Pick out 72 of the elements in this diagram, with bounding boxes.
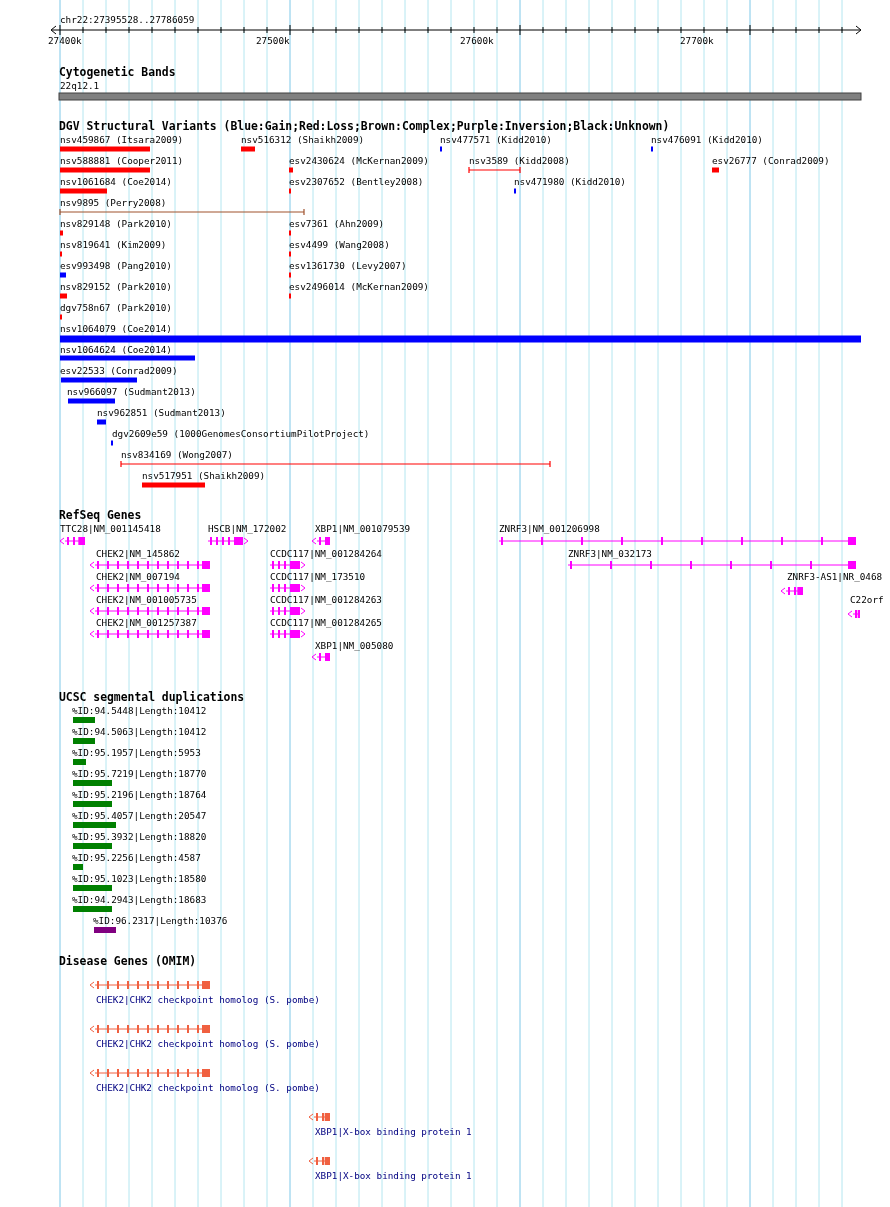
duplication-label: %ID:96.2317|Length:10376	[93, 915, 228, 926]
gene-label: TTC28|NM_001145418	[60, 523, 161, 534]
band-label: 22q12.1	[60, 80, 100, 91]
variant-label: dgv2609e59 (1000GenomesConsortiumPilotProject)	[112, 428, 370, 439]
gene-label: CHEK2|NM_007194	[96, 571, 180, 582]
disease-gene-label: XBP1|X-box binding protein 1	[315, 1126, 472, 1137]
variant-label: esv1361730 (Levy2007)	[289, 260, 407, 271]
disease-gene-label: CHEK2|CHK2 checkpoint homolog (S. pombe)	[96, 1082, 320, 1093]
variant-label: nsv966097 (Sudmant2013)	[67, 386, 196, 397]
track-title: DGV Structural Variants (Blue:Gain;Red:Loss;Brown:Complex;Purple:Inversion;Black:Unknown)	[59, 120, 670, 133]
variant-label: esv2307652 (Bentley2008)	[289, 176, 424, 187]
gene-label: XBP1|NM_001079539	[315, 523, 411, 534]
track-title: Disease Genes (OMIM)	[59, 955, 197, 968]
coordinate-label: chr22:27395528..27786059	[60, 14, 195, 25]
gene-label: CHEK2|NM_145862	[96, 548, 180, 559]
disease-gene-label: CHEK2|CHK2 checkpoint homolog (S. pombe)	[96, 994, 320, 1005]
gene-label: CHEK2|NM_001257387	[96, 617, 197, 628]
variant-label: nsv1064624 (Coe2014)	[60, 344, 172, 355]
gene-label: CCDC117|NM_173510	[270, 571, 366, 582]
gene-label: ZNRF3-AS1|NR_0468	[787, 571, 883, 582]
track-title: UCSC segmental duplications	[59, 691, 245, 704]
variant-label: nsv476091 (Kidd2010)	[651, 134, 763, 145]
variant-label: nsv829148 (Park2010)	[60, 218, 172, 229]
variant-label: nsv477571 (Kidd2010)	[440, 134, 552, 145]
variant-label: esv26777 (Conrad2009)	[712, 155, 830, 166]
variant-label: nsv829152 (Park2010)	[60, 281, 172, 292]
variant-label: nsv834169 (Wong2007)	[121, 449, 233, 460]
duplication-label: %ID:95.1023|Length:18580	[72, 873, 207, 884]
disease-gene-label: XBP1|X-box binding protein 1	[315, 1170, 472, 1181]
duplication-label: %ID:94.5448|Length:10412	[72, 705, 207, 716]
duplication-label: %ID:95.2256|Length:4587	[72, 852, 201, 863]
gene-label: CCDC117|NM_001284265	[270, 617, 382, 628]
tick-label: 27400k	[48, 35, 82, 46]
duplication-label: %ID:95.7219|Length:18770	[72, 768, 207, 779]
tick-label: 27500k	[256, 35, 290, 46]
variant-label: esv2430624 (McKernan2009)	[289, 155, 429, 166]
variant-label: nsv1064079 (Coe2014)	[60, 323, 172, 334]
variant-label: nsv517951 (Shaikh2009)	[142, 470, 266, 481]
variant-label: nsv588881 (Cooper2011)	[60, 155, 184, 166]
tick-label: 27600k	[460, 35, 494, 46]
gene-label: CHEK2|NM_001005735	[96, 594, 197, 605]
variant-label: esv993498 (Pang2010)	[60, 260, 172, 271]
track-title: Cytogenetic Bands	[59, 66, 176, 79]
variant-label: esv7361 (Ahn2009)	[289, 218, 385, 229]
gene-label: ZNRF3|NM_032173	[568, 548, 652, 559]
variant-label: nsv459867 (Itsara2009)	[60, 134, 184, 145]
duplication-label: %ID:95.2196|Length:18764	[72, 789, 207, 800]
gene-label: ZNRF3|NM_001206998	[499, 523, 600, 534]
gene-label: CCDC117|NM_001284264	[270, 548, 382, 559]
variant-label: dgv758n67 (Park2010)	[60, 302, 172, 313]
duplication-label: %ID:95.4057|Length:20547	[72, 810, 207, 821]
tick-label: 27700k	[680, 35, 714, 46]
gene-label: XBP1|NM_005080	[315, 640, 394, 651]
gene-label: CCDC117|NM_001284263	[270, 594, 382, 605]
disease-gene-label: CHEK2|CHK2 checkpoint homolog (S. pombe)	[96, 1038, 320, 1049]
variant-label: nsv819641 (Kim2009)	[60, 239, 167, 250]
duplication-label: %ID:94.5063|Length:10412	[72, 726, 207, 737]
variant-label: nsv962851 (Sudmant2013)	[97, 407, 226, 418]
duplication-label: %ID:94.2943|Length:18683	[72, 894, 207, 905]
track-title: RefSeq Genes	[59, 509, 142, 522]
duplication-label: %ID:95.3932|Length:18820	[72, 831, 207, 842]
variant-label: esv22533 (Conrad2009)	[60, 365, 178, 376]
variant-label: esv4499 (Wang2008)	[289, 239, 390, 250]
variant-label: nsv3589 (Kidd2008)	[469, 155, 570, 166]
variant-label: nsv9895 (Perry2008)	[60, 197, 167, 208]
gene-label: C22orf	[850, 594, 884, 605]
duplication-label: %ID:95.1957|Length:5953	[72, 747, 201, 758]
variant-label: nsv1061684 (Coe2014)	[60, 176, 172, 187]
variant-label: nsv471980 (Kidd2010)	[514, 176, 626, 187]
variant-label: nsv516312 (Shaikh2009)	[241, 134, 365, 145]
variant-label: esv2496014 (McKernan2009)	[289, 281, 429, 292]
gene-label: HSCB|NM_172002	[208, 523, 287, 534]
